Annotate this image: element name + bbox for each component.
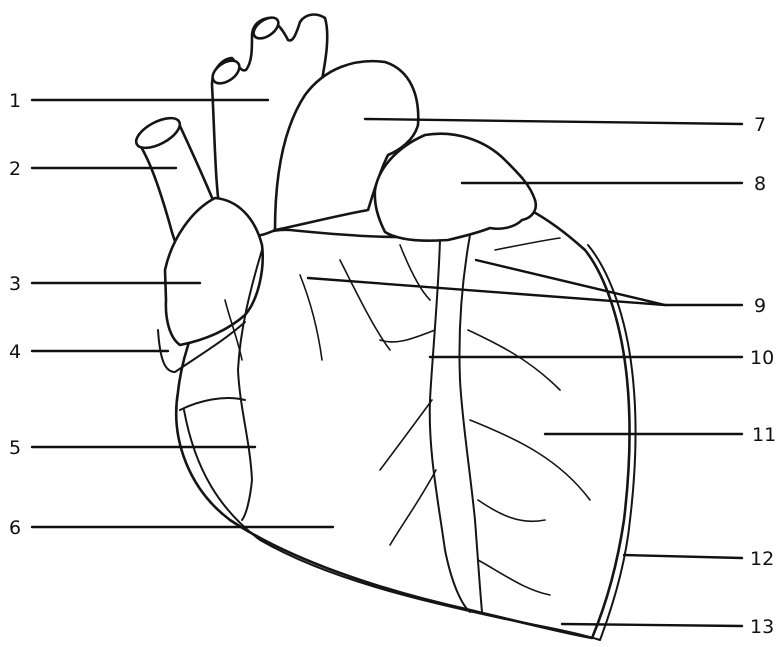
- leader-line-7: [365, 119, 742, 124]
- label-12: 12: [750, 548, 774, 570]
- label-13: 13: [750, 616, 774, 638]
- left-auricle: [375, 134, 536, 241]
- label-2: 2: [9, 158, 21, 180]
- label-1: 1: [9, 90, 21, 112]
- label-6: 6: [9, 517, 21, 539]
- heart-illustration: [132, 13, 636, 640]
- label-3: 3: [9, 273, 21, 295]
- label-5: 5: [9, 437, 21, 459]
- label-11: 11: [752, 424, 776, 446]
- label-10: 10: [750, 347, 774, 369]
- label-4: 4: [9, 341, 21, 363]
- label-8: 8: [754, 173, 766, 195]
- leader-line-12: [624, 555, 742, 558]
- label-7: 7: [754, 114, 766, 136]
- label-9: 9: [754, 295, 766, 317]
